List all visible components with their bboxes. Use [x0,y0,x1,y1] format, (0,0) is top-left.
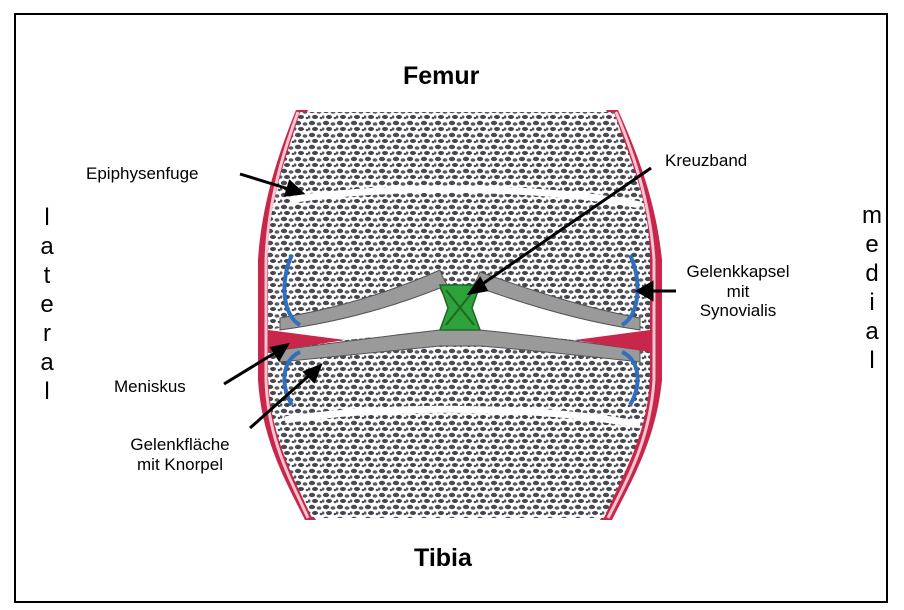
kreuzband-label: Kreuzband [665,151,747,171]
medial-letter: d [857,259,887,288]
medial-letter: i [857,288,887,317]
gelenkkapsel-line-2: mit [678,282,798,302]
gelenkflaeche-line-2: mit Knorpel [110,455,250,475]
lateral-letter: a [32,348,62,377]
medial-letter: a [857,317,887,346]
medial-letter: m [857,201,887,230]
medial-letter: l [857,346,887,375]
epiphysenfuge-label: Epiphysenfuge [86,164,198,184]
meniskus-label: Meniskus [114,377,186,397]
femur-title: Femur [403,62,479,91]
gelenkflaeche-line-1: Gelenkfläche [110,435,250,455]
gelenkkapsel-label: Gelenkkapsel mit Synovialis [678,262,798,321]
medial-letter: e [857,230,887,259]
lateral-letter: t [32,261,62,290]
gelenkkapsel-line-1: Gelenkkapsel [678,262,798,282]
lateral-letter: e [32,290,62,319]
gelenkkapsel-line-3: Synovialis [678,301,798,321]
gelenkflaeche-label: Gelenkfläche mit Knorpel [110,435,250,474]
lateral-letter: r [32,319,62,348]
lateral-letter: a [32,232,62,261]
lateral-letter: l [32,377,62,406]
lateral-letter: l [32,203,62,232]
tibia-title: Tibia [414,544,472,573]
